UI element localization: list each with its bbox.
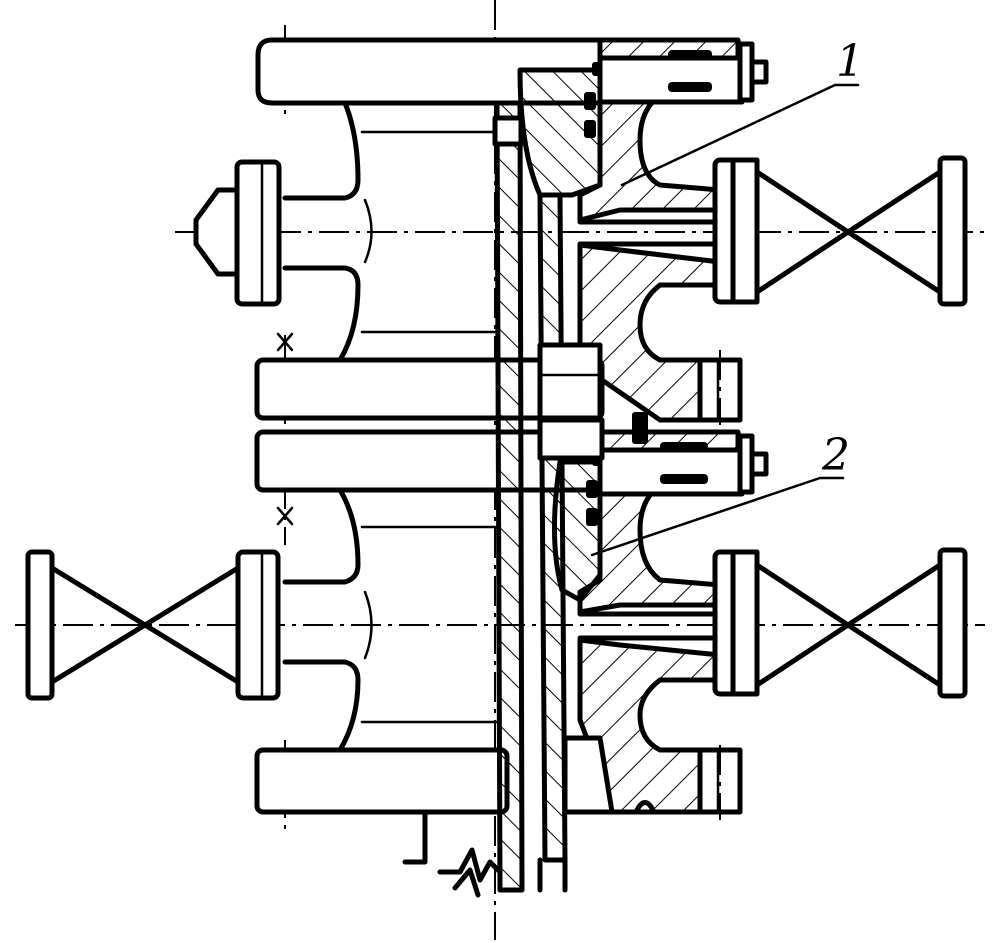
flange-junction-marks [276,332,294,526]
callout-1: 1 [620,36,864,187]
lower-right-gate-valve [712,547,968,699]
upper-body-waist [282,100,361,363]
top-flange [255,37,603,106]
callout-2-label: 2 [821,430,850,481]
upper-ram-section [517,37,769,438]
bottom-flange [254,747,510,815]
lower-ram-section [537,417,769,815]
lower-left-gate-valve [25,549,281,701]
callout-2: 2 [590,430,850,557]
base-break-line [402,809,568,898]
upper-left-blind-flange [193,159,282,307]
upper-right-gate-valve [712,155,968,307]
upper-ram-block [517,67,603,198]
lower-body-waist [282,487,361,753]
callout-1-label: 1 [836,36,864,87]
